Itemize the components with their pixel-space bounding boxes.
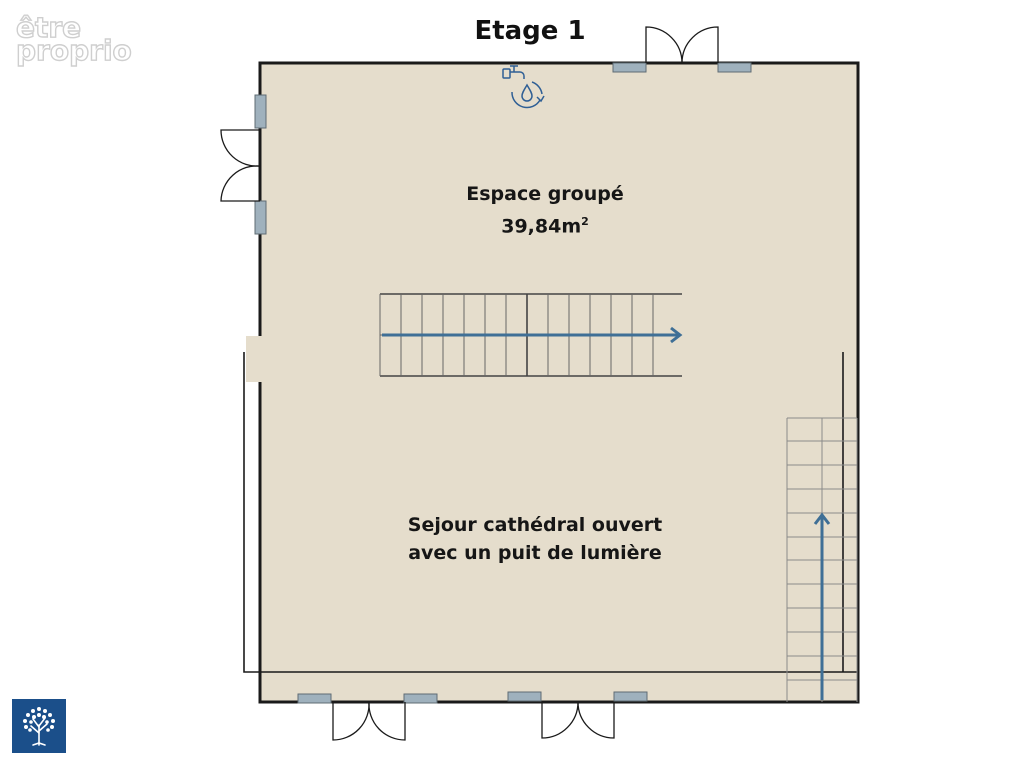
tree-icon: [23, 707, 55, 746]
window-top-1: [612, 62, 647, 73]
brand-logo: [12, 699, 66, 753]
water-tap-icon: [502, 65, 545, 109]
door-bottom-1: [332, 701, 406, 741]
area-superscript: 2: [581, 215, 589, 228]
door-left: [220, 129, 261, 202]
stair-arrow-vertical: [813, 512, 831, 700]
door-bottom-2: [541, 701, 615, 739]
room-area-espace: 39,84m2: [420, 208, 670, 240]
window-bottom-1: [297, 693, 332, 704]
area-value: 39,84m: [501, 215, 582, 238]
room-label-espace-groupe: Espace groupé 39,84m2: [420, 180, 670, 240]
window-left-2: [254, 200, 267, 235]
sejour-line-1: Sejour cathédral ouvert: [407, 514, 663, 536]
inner-wall-left: [243, 352, 857, 673]
left-wall-opening: [246, 336, 262, 382]
room-label-sejour: Sejour cathédral ouvert avec un puit de …: [360, 511, 710, 567]
window-bottom-3: [507, 691, 542, 702]
window-bottom-2: [403, 693, 438, 704]
sejour-line-2: avec un puit de lumière: [408, 542, 662, 564]
door-top: [645, 26, 719, 64]
staircase-vertical: [786, 417, 858, 702]
watermark-logo-text: être proprio: [15, 11, 132, 67]
watermark-line-2: proprio: [15, 34, 132, 67]
floor-area: [258, 61, 860, 704]
watermark-line-1: être: [15, 11, 82, 44]
room-name-espace: Espace groupé: [466, 183, 624, 205]
window-top-2: [717, 62, 752, 73]
window-bottom-4: [613, 691, 648, 702]
floor-title: Etage 1: [474, 16, 586, 46]
window-left-1: [254, 94, 267, 129]
stair-arrow-horizontal: [382, 326, 683, 344]
